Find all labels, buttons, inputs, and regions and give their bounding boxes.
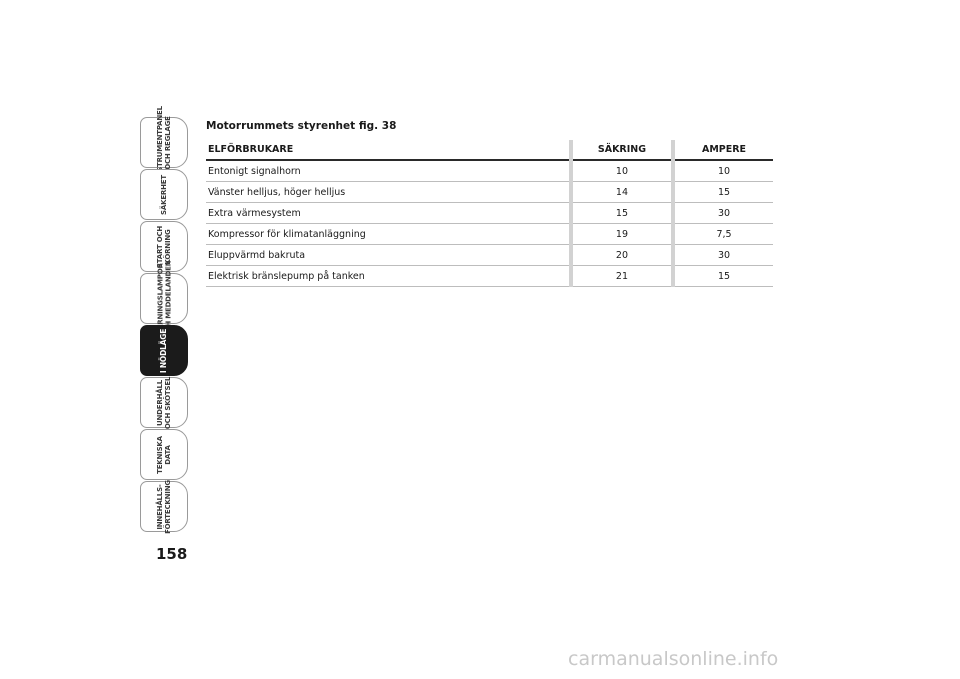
tab-label: INNEHÅLLS- FÖRTECKNING <box>156 479 173 534</box>
cell-fuse: 14 <box>568 181 674 203</box>
cell-ampere: 7,5 <box>671 223 773 245</box>
table-row: Vänster helljus, höger helljus 14 15 <box>206 181 773 203</box>
chapter-tabs: INSTRUMENTPANEL OCH REGLAGE SÄKERHET STA… <box>140 106 190 534</box>
table-row: Eluppvärmd bakruta 20 30 <box>206 244 773 266</box>
section-title: Motorrummets styrenhet fig. 38 <box>206 120 397 132</box>
cell-ampere: 10 <box>671 160 773 182</box>
cell-consumer: Entonigt signalhorn <box>206 160 571 182</box>
cell-consumer: Vänster helljus, höger helljus <box>206 181 571 203</box>
cell-ampere: 15 <box>671 265 773 287</box>
table-row: Entonigt signalhorn 10 10 <box>206 160 773 182</box>
table-row: Elektrisk bränslepump på tanken 21 15 <box>206 265 773 287</box>
cell-consumer: Eluppvärmd bakruta <box>206 244 571 266</box>
tab-sakerhet[interactable]: SÄKERHET <box>140 169 188 220</box>
page-number: 158 <box>156 545 188 563</box>
tab-varningslampor[interactable]: VARNINGSLAMPOR OCH MEDDELANDEN <box>140 260 188 337</box>
watermark: carmanualsonline.info <box>568 648 779 670</box>
cell-consumer: Elektrisk bränslepump på tanken <box>206 265 571 287</box>
fuse-table: ELFÖRBRUKARE SÄKRING AMPERE Entonigt sig… <box>206 140 773 287</box>
cell-fuse: 15 <box>568 202 674 224</box>
table-row: Kompressor för klimatanläggning 19 7,5 <box>206 223 773 245</box>
tab-instrumentpanel[interactable]: INSTRUMENTPANEL OCH REGLAGE <box>140 106 188 179</box>
cell-fuse: 21 <box>568 265 674 287</box>
column-header-fuse: SÄKRING <box>568 140 674 161</box>
tab-label: SÄKERHET <box>160 174 168 215</box>
cell-fuse: 19 <box>568 223 674 245</box>
tab-innehallsforteckning[interactable]: INNEHÅLLS- FÖRTECKNING <box>140 479 188 534</box>
cell-consumer: Extra värmesystem <box>206 202 571 224</box>
cell-consumer: Kompressor för klimatanläggning <box>206 223 571 245</box>
table-header-row: ELFÖRBRUKARE SÄKRING AMPERE <box>206 140 773 161</box>
tab-label: UNDERHÅLL OCH SKÖTSEL <box>156 376 173 429</box>
tab-label: I NÖDLÄGE <box>159 328 168 373</box>
tab-label: TEKNISKA DATA <box>155 435 172 474</box>
cell-fuse: 10 <box>568 160 674 182</box>
cell-ampere: 30 <box>671 244 773 266</box>
cell-fuse: 20 <box>568 244 674 266</box>
cell-ampere: 15 <box>671 181 773 203</box>
tab-start-och-korning[interactable]: START OCH KÖRNING <box>140 221 188 272</box>
tab-i-nodlage[interactable]: I NÖDLÄGE <box>140 325 188 376</box>
column-header-ampere: AMPERE <box>671 140 773 161</box>
tab-tekniska-data[interactable]: TEKNISKA DATA <box>140 429 188 480</box>
table-row: Extra värmesystem 15 30 <box>206 202 773 224</box>
cell-ampere: 30 <box>671 202 773 224</box>
tab-underhall[interactable]: UNDERHÅLL OCH SKÖTSEL <box>140 376 188 429</box>
column-header-consumer: ELFÖRBRUKARE <box>206 140 571 161</box>
